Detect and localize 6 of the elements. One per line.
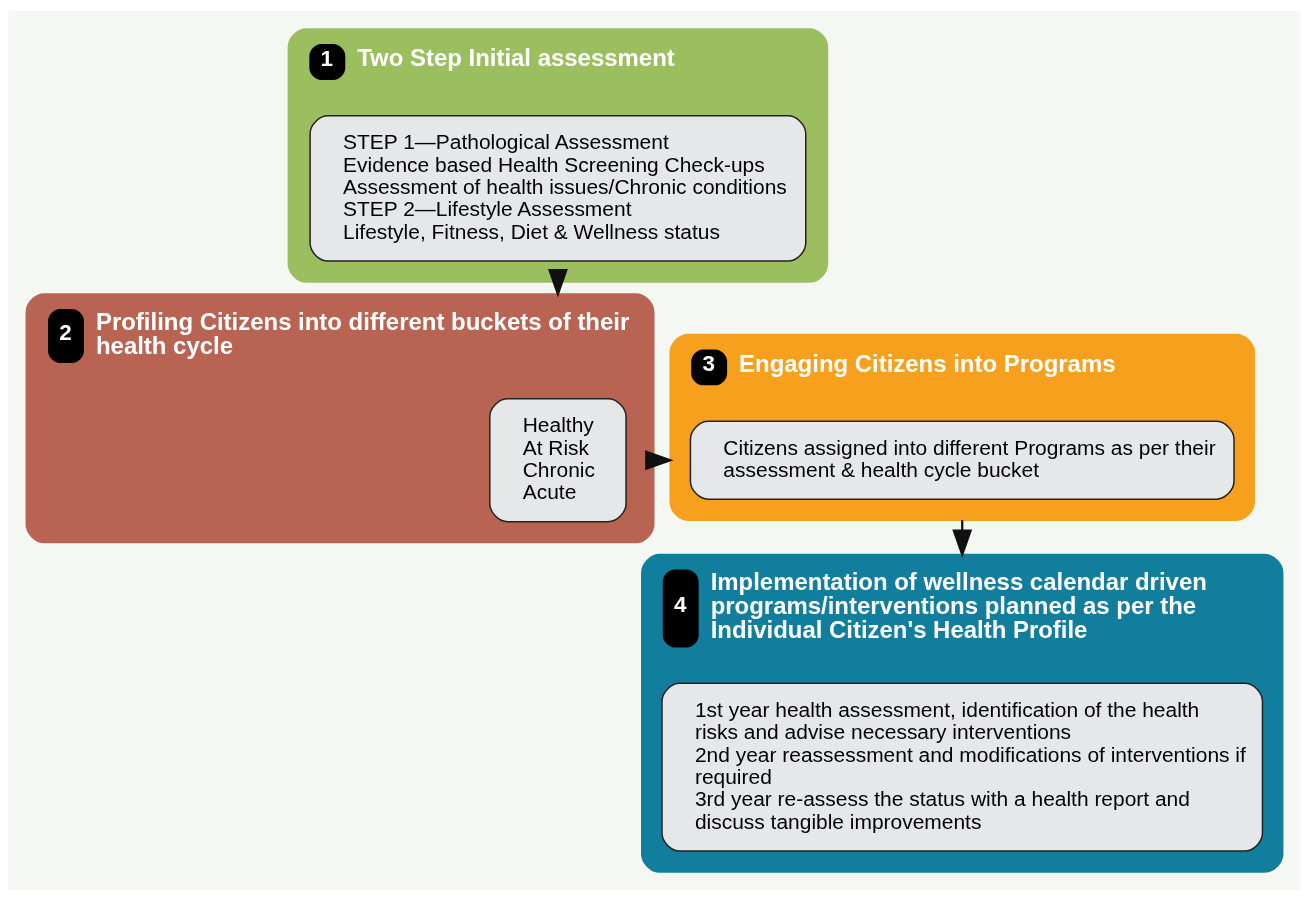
node-box: STEP 1—Pathological Assessment Evidence based Health Screening Check-ups Assessment of health issues/Chronic conditions STEP 2—Lifestyle Assessment Lifestyle, Fitness, Diet & Wellness status (309, 115, 807, 262)
arrow (645, 450, 674, 471)
arrow (547, 268, 568, 298)
node-box: Healthy At Risk Chronic Acute (489, 398, 627, 523)
node-box: Citizens assigned into different Programs as per their assessment & health cycle bucket (689, 420, 1235, 500)
node-box: 1st year health assessment, identification of the health risks and advise necessary interventions 2nd year reassessment and modifications of interventions if required 3rd year re-assess the status with a health report and discuss tangible improvements (661, 682, 1264, 852)
